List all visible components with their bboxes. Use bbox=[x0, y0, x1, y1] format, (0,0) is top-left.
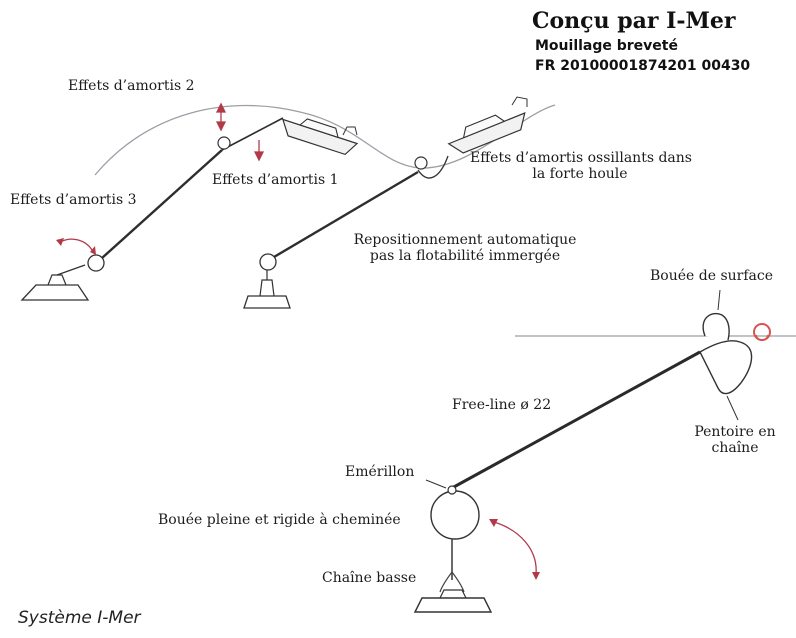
left-mooring-line bbox=[101, 149, 223, 259]
red-arrow-swing bbox=[493, 521, 537, 575]
label-freeline: Free-line ø 22 bbox=[452, 397, 552, 413]
label-surface-buoy: Bouée de surface bbox=[650, 268, 773, 284]
right-boat bbox=[447, 112, 526, 154]
free-line bbox=[451, 350, 701, 490]
leader-pendant bbox=[726, 395, 739, 421]
red-arrow-vertical-effect2 bbox=[215, 102, 227, 132]
left-boat bbox=[281, 118, 359, 156]
right-submerged-buoy bbox=[259, 253, 277, 271]
pendant-chain bbox=[699, 340, 753, 395]
label-oscillating: Effets d’amortis ossillants dans la fort… bbox=[470, 150, 692, 182]
left-surface-float bbox=[217, 136, 231, 150]
patent-number: FR 20100001874201 00430 bbox=[535, 58, 751, 74]
swivel bbox=[447, 485, 457, 495]
label-pendant-line1: Pentoire en bbox=[694, 424, 776, 440]
label-pendant: Pentoire en chaîne bbox=[680, 424, 790, 456]
label-effect3: Effets d’amortis 3 bbox=[10, 192, 137, 208]
left-anchor-block bbox=[20, 264, 90, 301]
label-rigid-buoy: Bouée pleine et rigide à cheminée bbox=[158, 512, 401, 528]
label-effect1: Effets d’amortis 1 bbox=[212, 172, 339, 188]
bottom-anchor-block bbox=[413, 589, 493, 613]
header-title: Conçu par I-Mer bbox=[532, 8, 736, 34]
label-oscillating-line2: la forte houle bbox=[532, 166, 628, 182]
right-anchor-block bbox=[243, 270, 291, 309]
wave-line bbox=[94, 104, 556, 176]
label-effect2: Effets d’amortis 2 bbox=[68, 78, 195, 94]
system-name: Système I-Mer bbox=[18, 608, 141, 628]
label-oscillating-line1: Effets d’amortis ossillants dans bbox=[470, 150, 692, 166]
surface-buoy-shape bbox=[702, 312, 730, 341]
label-repositioning-line1: Repositionnement automatique bbox=[353, 232, 577, 248]
right-pendant-loop bbox=[417, 155, 449, 179]
patent-label: Mouillage breveté bbox=[535, 38, 678, 54]
rigid-buoy bbox=[430, 490, 480, 540]
left-mooring-line-upper bbox=[221, 117, 284, 151]
right-surface-float bbox=[414, 156, 428, 170]
right-mooring-line bbox=[273, 170, 419, 259]
red-arrow-effect1 bbox=[253, 140, 265, 162]
label-repositioning-line2: pas la flotabilité immergée bbox=[369, 248, 561, 264]
label-lower-chain: Chaîne basse bbox=[322, 570, 417, 586]
leader-surface-buoy bbox=[717, 289, 721, 311]
label-pendant-line2: chaîne bbox=[711, 440, 759, 456]
label-swivel: Emérillon bbox=[345, 464, 415, 480]
red-arrow-effect3 bbox=[59, 238, 93, 251]
leader-swivel bbox=[425, 479, 447, 489]
label-repositioning: Repositionnement automatique pas la flot… bbox=[325, 232, 605, 264]
